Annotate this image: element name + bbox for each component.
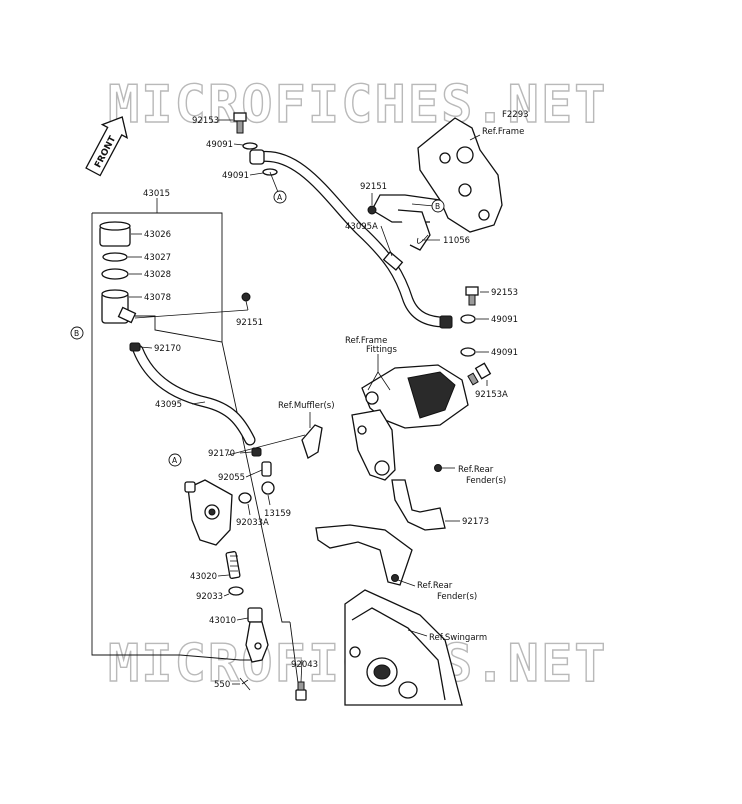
watermark-top: MICROFICHES.NET [108, 75, 608, 135]
assembly-frame-43015 [91, 198, 301, 699]
ref-rear-fender-2b: Fender(s) [437, 592, 477, 602]
leader-lines [128, 119, 489, 685]
oring-92033A [238, 492, 252, 504]
label-13159: 13159 [264, 509, 291, 519]
label-92033: 92033 [196, 592, 223, 602]
oring-92033 [228, 586, 244, 596]
washer-49091-d [460, 347, 476, 357]
svg-text:B: B [74, 329, 79, 338]
label-92170-mid: 92170 [208, 449, 235, 459]
bolt-92043 [295, 681, 307, 701]
label-43015: 43015 [143, 189, 170, 199]
frame-fittings-bracket [351, 364, 469, 481]
bolt-92153-top [233, 112, 247, 134]
svg-text:A: A [277, 193, 283, 202]
bolt-92153A [467, 362, 492, 386]
ref-rear-fender-2a: Ref.Rear [417, 581, 453, 591]
bolt-92151-left [241, 292, 251, 302]
muffler-bracket [301, 424, 323, 459]
rear-fender [315, 524, 413, 586]
label-43010: 43010 [209, 616, 236, 626]
ref-frame-fittings-line2: Fittings [366, 345, 397, 355]
clevis-43010 [245, 607, 269, 663]
label-43020: 43020 [190, 572, 217, 582]
ref-rear-fender-1a: Ref.Rear [458, 465, 494, 475]
label-43027: 43027 [144, 253, 171, 263]
label-92151-left: 92151 [236, 318, 263, 328]
label-92153-right: 92153 [491, 288, 518, 298]
figure-id: F2293 [502, 110, 529, 120]
bracket-92173 [391, 464, 446, 531]
label-92170-top: 92170 [154, 344, 181, 354]
label-43026: 43026 [144, 230, 171, 240]
label-92043: 92043 [291, 660, 318, 670]
label-92033A: 92033A [236, 518, 269, 528]
callout-A-top: A [273, 190, 287, 204]
label-43078: 43078 [144, 293, 171, 303]
ref-rear-fender-1b: Fender(s) [466, 476, 506, 486]
fitting-92055 [261, 461, 272, 477]
svg-text:A: A [172, 456, 178, 465]
label-550: 550 [214, 680, 230, 690]
washer-49091-a [242, 142, 258, 150]
callout-B-right: B [431, 199, 445, 213]
frame-bracket [371, 117, 503, 251]
clamp-92170-top [129, 342, 141, 352]
bolt-92153-right [465, 286, 479, 306]
label-43095A: 43095A [345, 222, 378, 232]
callout-B-left: B [70, 326, 84, 340]
label-49091-b: 49091 [222, 171, 249, 181]
label-92153A: 92153A [475, 390, 508, 400]
pushrod-43020 [225, 550, 241, 580]
hose-43095A [249, 149, 453, 329]
swingarm [344, 589, 463, 706]
ref-muffler: Ref.Muffler(s) [278, 401, 335, 411]
label-92055: 92055 [218, 473, 245, 483]
label-49091-a: 49091 [206, 140, 233, 150]
svg-text:B: B [435, 202, 440, 211]
ref-frame-fittings-line1: Ref.Frame [345, 336, 387, 346]
clamp-92170-mid [251, 447, 262, 457]
label-92173: 92173 [462, 517, 489, 527]
label-92153-top: 92153 [192, 116, 219, 126]
ref-swingarm: Ref.Swingarm [429, 633, 487, 643]
label-43095: 43095 [155, 400, 182, 410]
callout-A-left: A [168, 453, 182, 467]
washer-49091-c [460, 314, 476, 324]
label-49091-c: 49091 [491, 315, 518, 325]
bolt-92151-right [367, 205, 377, 215]
elbow-13159 [261, 481, 275, 495]
ring-43028 [101, 268, 129, 280]
master-cylinder-43015 [184, 479, 233, 546]
label-92151-right: 92151 [360, 182, 387, 192]
label-49091-d: 49091 [491, 348, 518, 358]
reservoir-43078 [101, 289, 137, 324]
label-43028: 43028 [144, 270, 171, 280]
ref-frame: Ref.Frame [482, 127, 524, 137]
label-11056: 11056 [443, 236, 470, 246]
reservoir-cap-43026 [99, 221, 131, 247]
ring-43027 [102, 252, 128, 262]
pin-550 [239, 677, 251, 691]
